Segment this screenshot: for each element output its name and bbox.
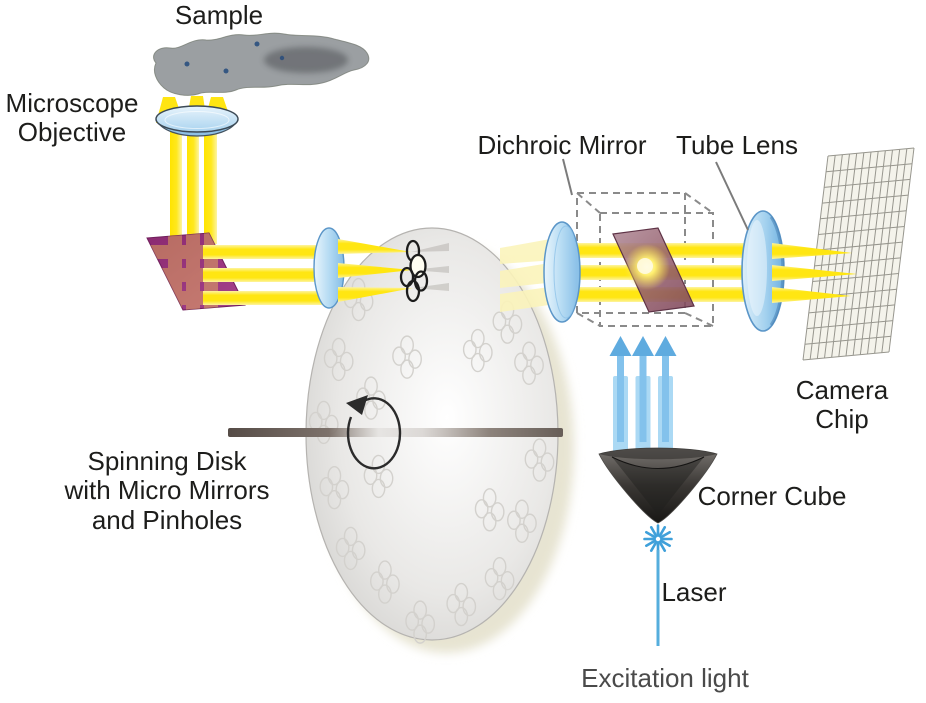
disk-axis-rod xyxy=(228,428,563,437)
label-spinning-disk: Spinning Disk with Micro Mirrors and Pin… xyxy=(64,446,270,535)
beam-horizontal-left xyxy=(203,245,336,305)
beam-converging xyxy=(338,239,413,302)
laser-star xyxy=(643,524,673,554)
micro-mirror-cluster xyxy=(399,239,429,303)
label-dichroic-mirror: Dichroic Mirror xyxy=(477,130,647,160)
camera-chip xyxy=(803,148,914,360)
label-camera-chip: Camera Chip xyxy=(795,375,889,435)
excitation-arrows xyxy=(609,336,677,452)
microscope-objective xyxy=(155,105,239,137)
relay-lens-right-rim xyxy=(553,225,579,319)
dichroic-leader-line xyxy=(562,158,573,196)
label-sample: Sample xyxy=(174,0,264,30)
sample xyxy=(153,32,370,96)
laser-star-core xyxy=(654,535,662,543)
label-laser: Laser xyxy=(661,577,727,607)
relay-lens-right xyxy=(543,221,581,323)
rotation-arrow xyxy=(346,395,402,470)
tube-lens-leader-line xyxy=(715,161,749,231)
beam-to-chip xyxy=(772,243,857,303)
beam-vertical xyxy=(170,132,217,244)
label-corner-cube: Corner Cube xyxy=(697,481,847,511)
corner-cube xyxy=(598,447,718,524)
emission-beams-pale xyxy=(500,238,556,312)
label-microscope-objective: Microscope Objective xyxy=(5,88,139,148)
label-excitation-light: Excitation light xyxy=(581,663,749,693)
beam-shadow-wedges xyxy=(411,243,449,291)
dichroic-glow-core xyxy=(637,258,653,274)
label-tube-lens: Tube Lens xyxy=(676,130,798,160)
